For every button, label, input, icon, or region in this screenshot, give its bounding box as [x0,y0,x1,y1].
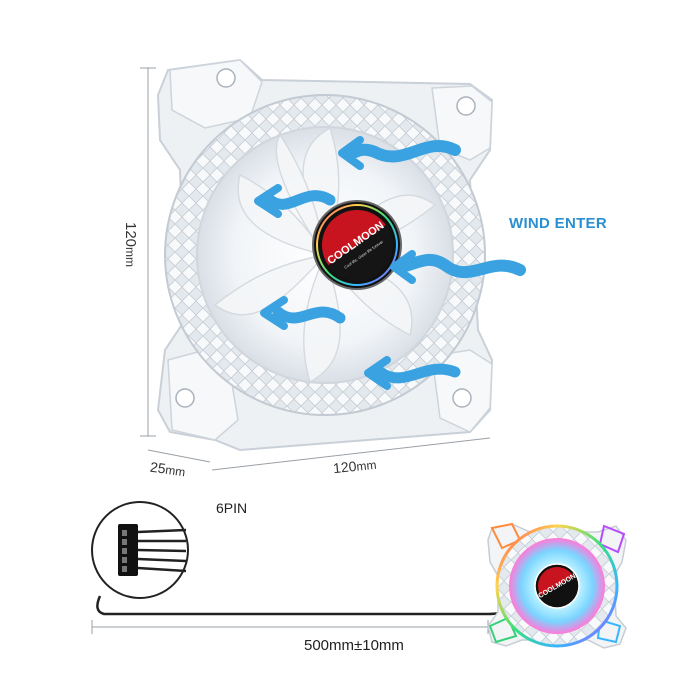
fan-hub: COOLMOON Cool life, cheer life forever [312,200,402,290]
dimension-lines [91,67,491,634]
connector-icon [118,524,187,576]
connector-callout [91,501,189,599]
arrow-icon [260,296,346,330]
airflow-arrows [254,136,526,390]
arrow-icon [364,356,461,390]
arrow-icon [338,136,461,170]
fan-cable [96,595,518,616]
connector-label: 6PIN [216,500,248,516]
arrow-icon [390,250,526,284]
height-dimension-label: 120mm [122,221,140,268]
cable-length-label: 500mm±10mm [304,637,404,654]
rgb-fan-thumbnail: COOLMOON [487,522,627,649]
arrow-icon [254,184,336,218]
fan-frame: COOLMOON Cool life, cheer life forever [156,58,494,452]
mount-hole [175,68,476,408]
airflow-label: WIND ENTER [509,215,607,232]
